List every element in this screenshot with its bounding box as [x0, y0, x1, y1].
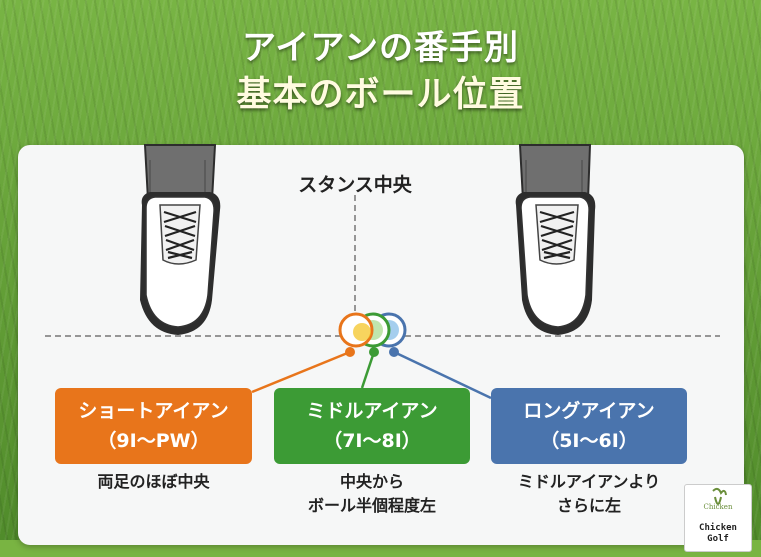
short-desc-line: 両足のほぼ中央 [97, 472, 210, 491]
title-line-1: アイアンの番手別 [242, 28, 519, 68]
short-iron-box: ショートアイアン （9I〜PW） [55, 388, 252, 464]
chicken-logo-icon [712, 487, 727, 505]
long-iron-box: ロングアイアン （5I〜6I） [491, 388, 687, 464]
middle-desc-line-2: ボール半個程度左 [307, 496, 436, 515]
short-iron-range: （9I〜PW） [97, 430, 210, 452]
long-iron-description: ミドルアイアンより さらに左 [491, 470, 687, 518]
short-dot [345, 347, 355, 357]
logo-word-golf: Golf [707, 534, 729, 544]
logo-script-text: Chicken [703, 503, 733, 511]
ball-short [338, 312, 374, 348]
short-iron-name: ショートアイアン [78, 400, 229, 422]
chicken-golf-logo: Chicken Chicken Golf [684, 484, 752, 552]
stance-center-label: スタンス中央 [298, 174, 412, 196]
right-shoe-icon [515, 144, 596, 335]
long-desc-line-2: さらに左 [556, 496, 621, 515]
long-connector [393, 350, 492, 400]
middle-iron-name: ミドルアイアン [306, 400, 438, 422]
long-iron-range: （5I〜6I） [540, 430, 638, 452]
long-desc-line-1: ミドルアイアンより [517, 472, 661, 491]
middle-iron-description: 中央から ボール半個程度左 [274, 470, 470, 518]
short-connector [251, 350, 351, 394]
short-iron-description: 両足のほぼ中央 [55, 470, 252, 494]
title-line-2-wrap: 基本のボール位置 [0, 66, 761, 117]
middle-dot [369, 347, 379, 357]
middle-iron-box: ミドルアイアン （7I〜8I） [274, 388, 470, 464]
long-dot [389, 347, 399, 357]
middle-desc-line-1: 中央から [339, 472, 404, 491]
middle-iron-range: （7I〜8I） [323, 430, 421, 452]
logo-word-chicken: Chicken [699, 523, 737, 533]
long-iron-name: ロングアイアン [523, 400, 655, 422]
left-shoe-icon [140, 144, 221, 335]
title-line-2: 基本のボール位置 [224, 66, 536, 117]
middle-connector [360, 351, 376, 389]
